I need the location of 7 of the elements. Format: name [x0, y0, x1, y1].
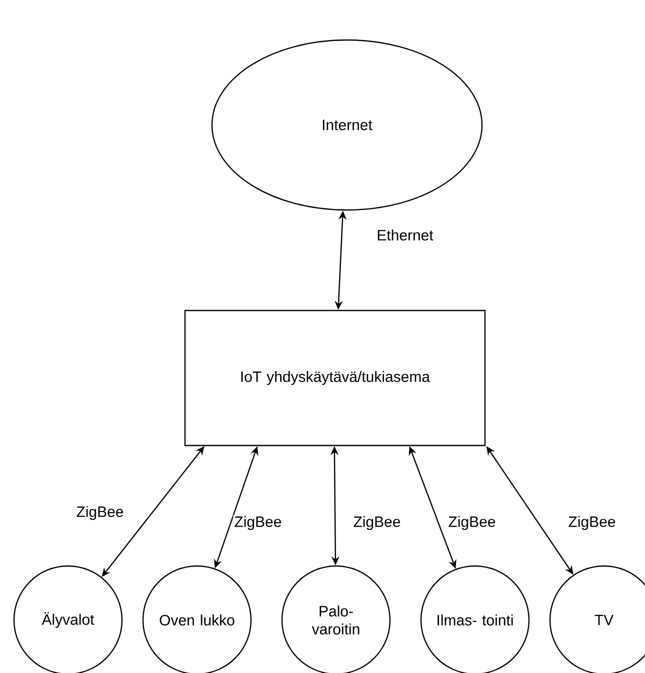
edge-label: ZigBee: [567, 515, 617, 531]
edge-label: ZigBee: [75, 505, 125, 521]
gateway-box: IoT yhdyskäytävä/tukiasema: [184, 310, 486, 446]
edge-label: ZigBee: [447, 515, 497, 531]
edge-label: ZigBee: [233, 515, 283, 531]
edge-label: Ethernet: [376, 228, 434, 242]
edge-label: ZigBee: [352, 515, 402, 531]
